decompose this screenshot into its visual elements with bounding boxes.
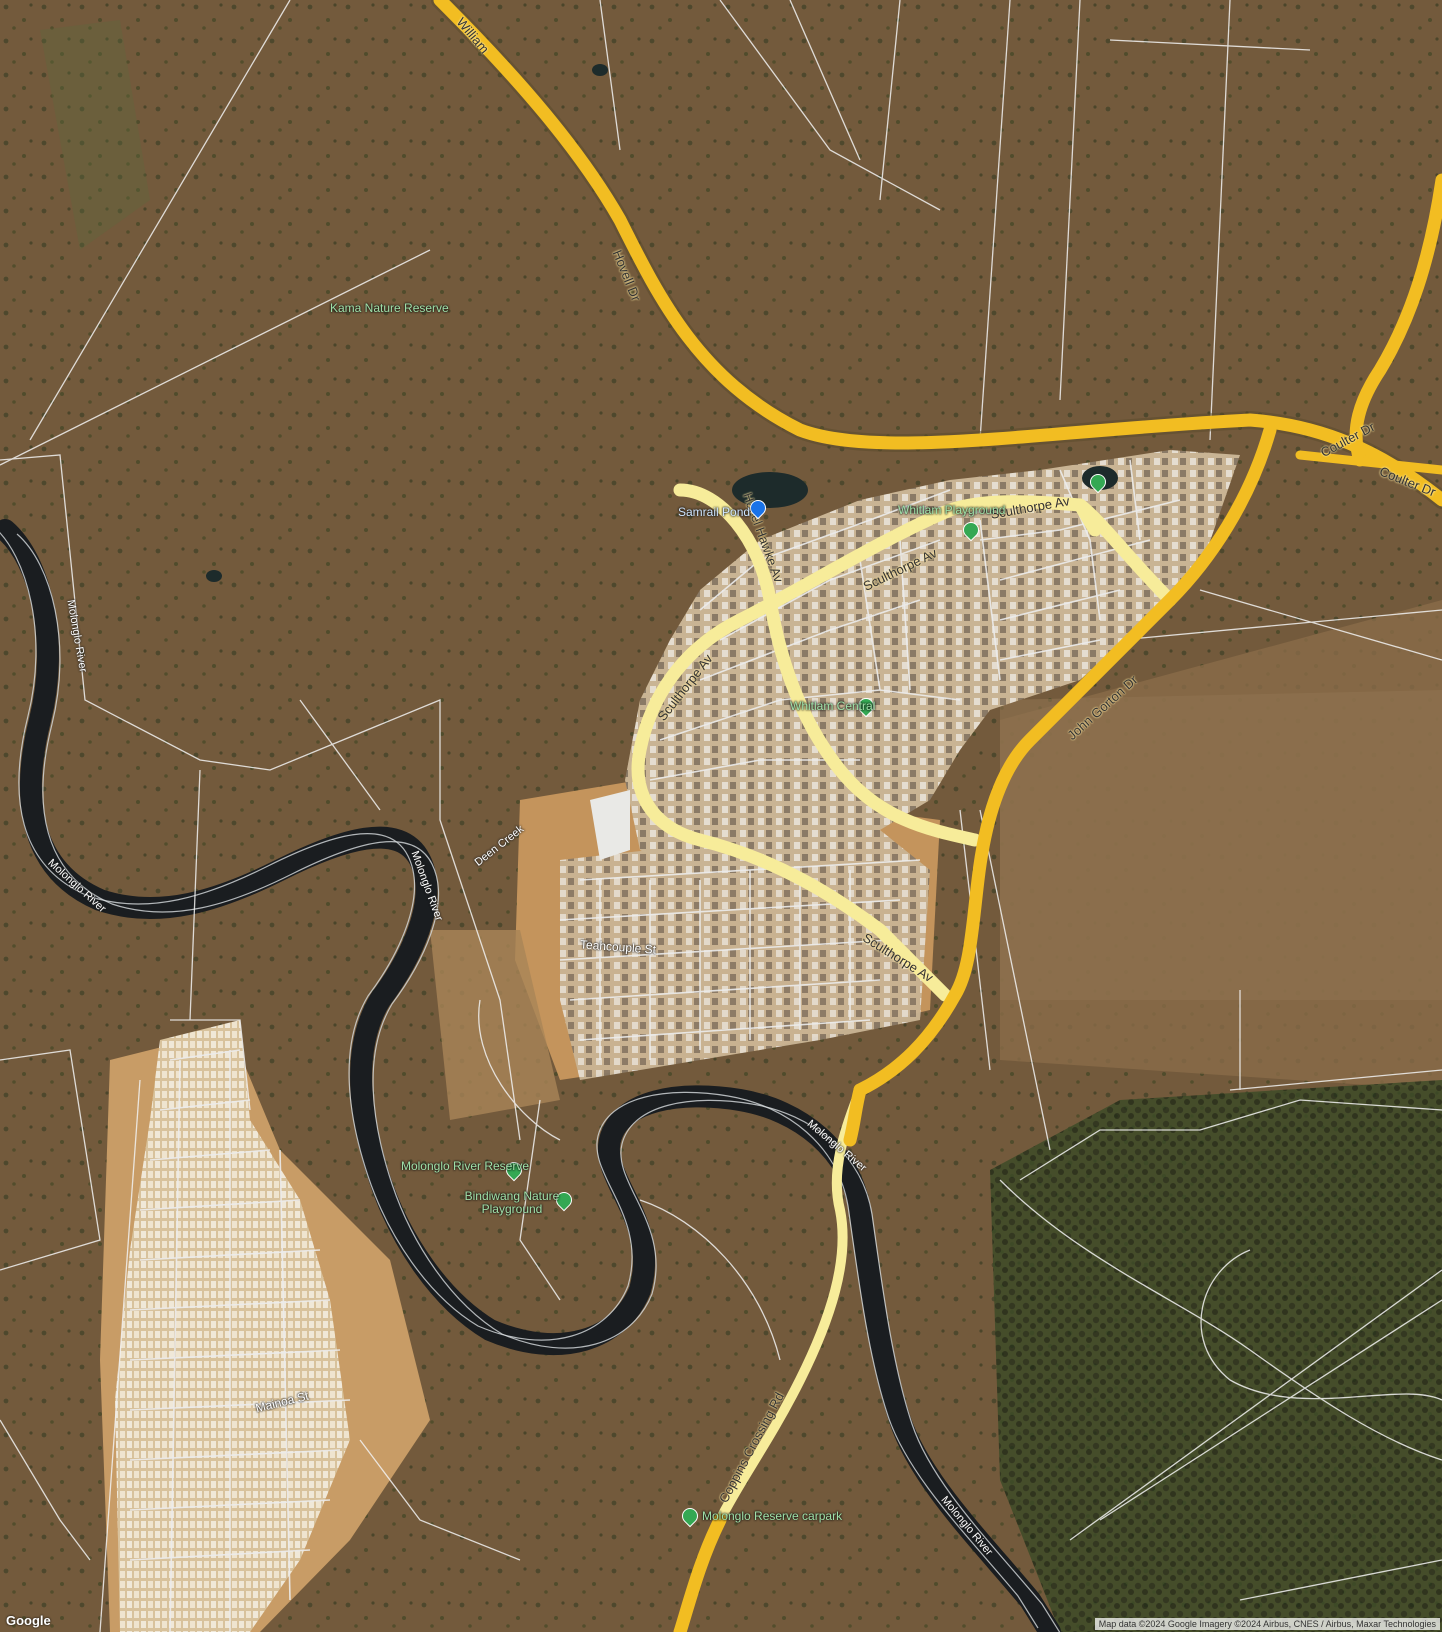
poi-label-samrail[interactable]: Samrail Pond [678,505,751,519]
poi-label-carpark[interactable]: Molonglo Reserve carpark [702,1509,843,1523]
poi-label-playground[interactable]: Whitlam Playground [898,503,1006,517]
map-attribution[interactable]: Map data ©2024 Google Imagery ©2024 Airb… [1094,1618,1440,1630]
poi-label-molonglo-reserve[interactable]: Molonglo River Reserve [400,1159,530,1173]
poi-label-bindiwang[interactable]: Bindiwang Nature Playground [464,1189,560,1216]
poi-label-kama[interactable]: Kama Nature Reserve [330,301,449,315]
poi-label-central[interactable]: Whitlam Central [790,699,876,713]
google-logo: Google [6,1613,51,1628]
